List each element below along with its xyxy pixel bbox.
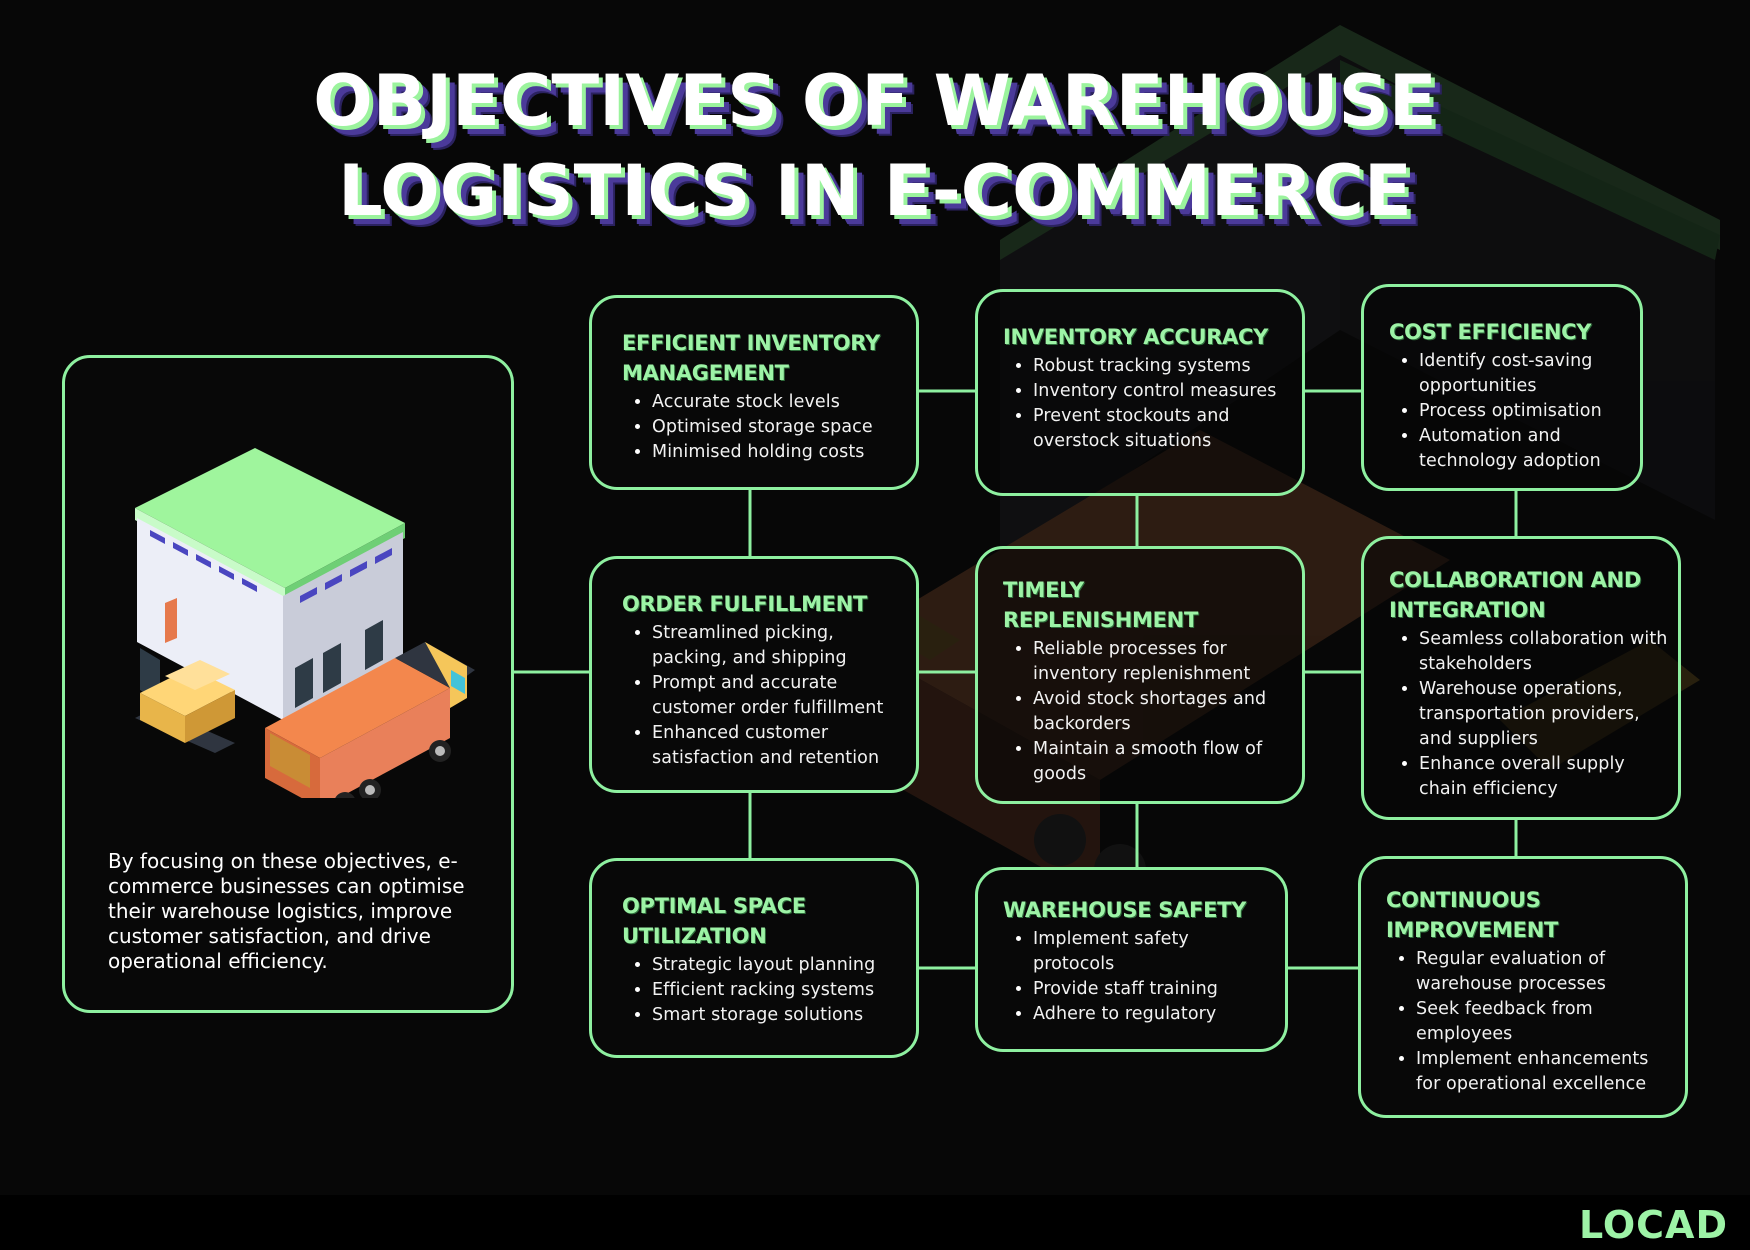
bullet-item: Reliable processes for inventory repleni…: [1033, 637, 1292, 687]
card-cost-efficiency: COST EFFICIENCY Identify cost-saving opp…: [1361, 284, 1643, 491]
bullet-item: Warehouse operations, transportation pro…: [1419, 677, 1668, 752]
warehouse-truck-illustration: [135, 448, 475, 798]
footer-bar: [0, 1195, 1750, 1250]
bullet-item: Prompt and accurate customer order fulfi…: [652, 671, 906, 721]
bullet-item: Smart storage solutions: [652, 1003, 906, 1028]
card-efficient-inventory-management: EFFICIENT INVENTORY MANAGEMENT Accurate …: [589, 295, 919, 490]
bullet-item: Adhere to regulatory: [1033, 1002, 1275, 1027]
bullet-item: Minimised holding costs: [652, 440, 906, 465]
bullet-item: Identify cost-saving opportunities: [1419, 349, 1630, 399]
card-title: TIMELY REPLENISHMENT: [1003, 578, 1198, 632]
bullet-item: Robust tracking systems: [1033, 354, 1292, 379]
bullet-item: Process optimisation: [1419, 399, 1630, 424]
card-title: COLLABORATION AND INTEGRATION: [1389, 568, 1641, 622]
card-optimal-space-utilization: OPTIMAL SPACE UTILIZATION Strategic layo…: [589, 858, 919, 1058]
bullet-item: Optimised storage space: [652, 415, 906, 440]
bullet-item: Seek feedback from employees: [1416, 997, 1675, 1047]
bullet-item: Automation and technology adoption: [1419, 424, 1630, 474]
bullet-item: Efficient racking systems: [652, 978, 906, 1003]
page-title-line-1: OBJECTIVES OF WAREHOUSE: [313, 60, 1437, 142]
card-timely-replenishment: TIMELY REPLENISHMENT Reliable processes …: [975, 546, 1305, 804]
card-title: EFFICIENT INVENTORY MANAGEMENT: [622, 331, 880, 385]
bullet-item: Inventory control measures: [1033, 379, 1292, 404]
bullet-item: Prevent stockouts and overstock situatio…: [1033, 404, 1292, 454]
card-title: WAREHOUSE SAFETY: [1003, 898, 1247, 922]
page-title-line-2: LOGISTICS IN E-COMMERCE: [338, 150, 1412, 232]
card-order-fulfillment: ORDER FULFILLMENT Streamlined picking, p…: [589, 556, 919, 793]
card-collaboration-and-integration: COLLABORATION AND INTEGRATION Seamless c…: [1361, 536, 1681, 820]
bullet-item: Strategic layout planning: [652, 953, 906, 978]
card-warehouse-safety: WAREHOUSE SAFETY Implement safety protoc…: [975, 867, 1288, 1052]
intro-card: [62, 355, 514, 1013]
bullet-item: Avoid stock shortages and backorders: [1033, 687, 1292, 737]
card-title: COST EFFICIENCY: [1389, 320, 1592, 344]
bullet-item: Provide staff training: [1033, 977, 1275, 1002]
card-title: INVENTORY ACCURACY: [1003, 325, 1269, 349]
card-title: OPTIMAL SPACE UTILIZATION: [622, 894, 806, 948]
bullet-item: Seamless collaboration with stakeholders: [1419, 627, 1668, 677]
card-title: CONTINUOUS IMPROVEMENT: [1386, 888, 1559, 942]
brand-logo: LOCAD: [1578, 1203, 1728, 1247]
bullet-item: Implement safety protocols: [1033, 927, 1275, 977]
card-title: ORDER FULFILLMENT: [622, 592, 868, 616]
card-inventory-accuracy: INVENTORY ACCURACY Robust tracking syste…: [975, 289, 1305, 496]
bullet-item: Implement enhancements for operational e…: [1416, 1047, 1675, 1097]
intro-text: By focusing on these objectives, e-comme…: [108, 849, 465, 973]
bullet-item: Streamlined picking, packing, and shippi…: [652, 621, 906, 671]
bullet-item: Enhance overall supply chain efficiency: [1419, 752, 1668, 802]
bullet-item: Maintain a smooth flow of goods: [1033, 737, 1292, 787]
bullet-item: Enhanced customer satisfaction and reten…: [652, 721, 906, 771]
bullet-item: Regular evaluation of warehouse processe…: [1416, 947, 1675, 997]
bullet-item: Accurate stock levels: [652, 390, 906, 415]
card-continuous-improvement: CONTINUOUS IMPROVEMENT Regular evaluatio…: [1358, 856, 1688, 1118]
